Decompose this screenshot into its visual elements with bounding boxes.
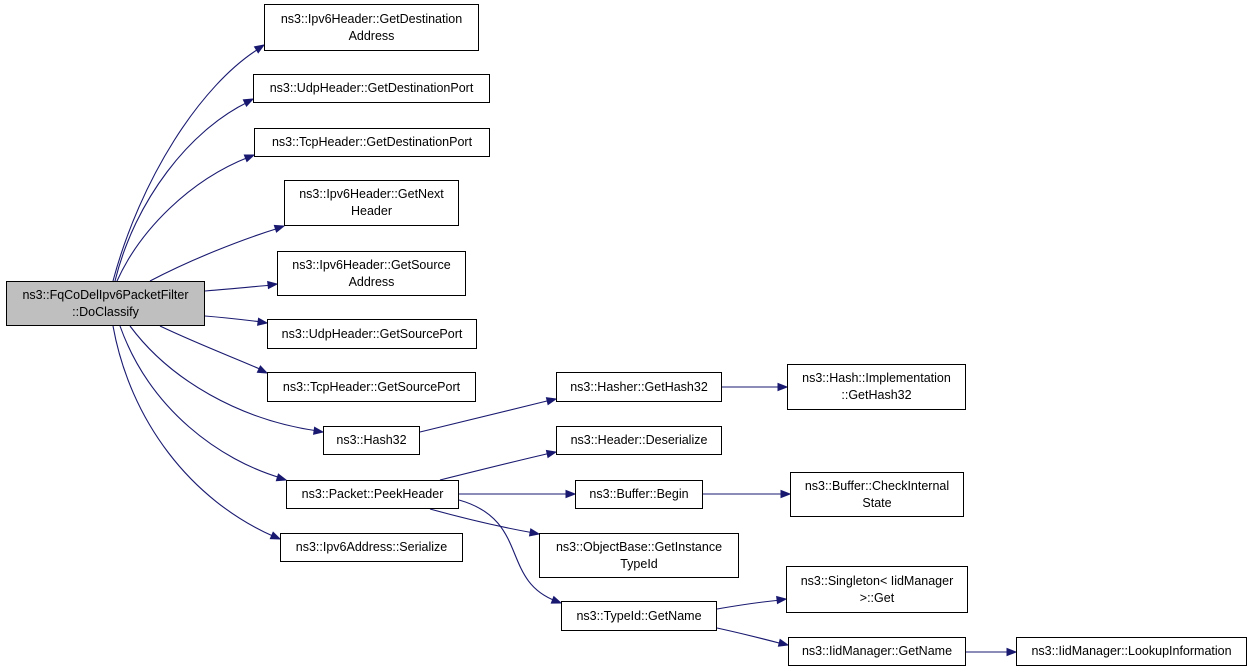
edge-root-udp-dest-port-arrowhead: [242, 98, 255, 107]
edge-root-peekheader: [119, 325, 282, 479]
node-ipv6address-serialize[interactable]: ns3::Ipv6Address::Serialize: [280, 533, 463, 562]
node-udp-get-destination-port[interactable]: ns3::UdpHeader::GetDestinationPort: [253, 74, 490, 103]
edge-root-hash32: [129, 325, 319, 432]
node-hash-implementation-gethash32[interactable]: ns3::Hash::Implementation ::GetHash32: [787, 364, 966, 410]
node-singleton-iidmanager-get[interactable]: ns3::Singleton< IidManager >::Get: [786, 566, 968, 613]
edge-typeid-iidgetname: [716, 627, 784, 645]
edge-buffer-begin-check-arrowhead: [780, 489, 792, 499]
node-buffer-checkinternalstate[interactable]: ns3::Buffer::CheckInternal State: [790, 472, 964, 517]
edge-root-hash32-arrowhead: [312, 426, 325, 435]
edge-root-ipv6-get-src: [204, 284, 273, 292]
edge-root-udp-src-port: [204, 315, 263, 323]
edge-hash32-hasher: [419, 399, 552, 433]
edge-root-ipv6-get-src-arrowhead: [267, 280, 279, 290]
edge-root-ipv6addr-serialize: [112, 325, 276, 538]
edge-root-ipv6-get-next: [149, 227, 280, 282]
edge-hash32-hasher-arrowhead: [545, 397, 558, 406]
edge-root-ipv6-get-next-arrowhead: [273, 224, 286, 233]
node-buffer-begin[interactable]: ns3::Buffer::Begin: [575, 480, 703, 509]
node-root-doclassify: ns3::FqCoDelIpv6PacketFilter ::DoClassif…: [6, 281, 205, 326]
edge-root-peekheader-arrowhead: [275, 473, 288, 482]
node-hasher-gethash32[interactable]: ns3::Hasher::GetHash32: [556, 372, 722, 402]
node-iidmanager-lookupinformation[interactable]: ns3::IidManager::LookupInformation: [1016, 637, 1247, 666]
node-tcp-get-source-port[interactable]: ns3::TcpHeader::GetSourcePort: [267, 372, 476, 402]
edge-typeid-singleton-arrowhead: [776, 595, 788, 605]
edge-typeid-singleton: [716, 599, 782, 610]
edge-root-udp-src-port-arrowhead: [257, 317, 269, 326]
edge-peek-buffer-begin-arrowhead: [565, 489, 577, 499]
edge-peek-header-deser: [439, 452, 552, 481]
node-hash32[interactable]: ns3::Hash32: [323, 426, 420, 455]
edge-peek-objectbase-arrowhead: [528, 528, 541, 537]
node-ipv6-get-next-header[interactable]: ns3::Ipv6Header::GetNext Header: [284, 180, 459, 226]
edge-peek-header-deser-arrowhead: [545, 449, 558, 459]
node-iidmanager-getname[interactable]: ns3::IidManager::GetName: [788, 637, 966, 666]
node-typeid-getname[interactable]: ns3::TypeId::GetName: [561, 601, 717, 631]
edge-root-tcp-src-port: [159, 325, 263, 371]
node-tcp-get-destination-port[interactable]: ns3::TcpHeader::GetDestinationPort: [254, 128, 490, 157]
edge-root-udp-dest-port: [114, 101, 249, 282]
node-ipv6-get-destination-address[interactable]: ns3::Ipv6Header::GetDestination Address: [264, 4, 479, 51]
edge-root-ipv6-get-dest-arrowhead: [253, 44, 266, 54]
edge-root-tcp-src-port-arrowhead: [256, 365, 269, 374]
edge-root-tcp-dest-port-arrowhead: [243, 154, 256, 163]
edge-typeid-iidgetname-arrowhead: [777, 638, 790, 647]
edge-peek-typeid-getname-arrowhead: [550, 595, 563, 604]
node-objectbase-getinstancetypeid[interactable]: ns3::ObjectBase::GetInstance TypeId: [539, 533, 739, 578]
node-ipv6-get-source-address[interactable]: ns3::Ipv6Header::GetSource Address: [277, 251, 466, 296]
node-header-deserialize[interactable]: ns3::Header::Deserialize: [556, 426, 722, 455]
edge-peek-objectbase: [429, 508, 535, 534]
node-packet-peekheader[interactable]: ns3::Packet::PeekHeader: [286, 480, 459, 509]
edge-root-ipv6-get-dest: [112, 47, 261, 282]
node-udp-get-source-port[interactable]: ns3::UdpHeader::GetSourcePort: [267, 319, 477, 349]
edge-peek-typeid-getname: [458, 499, 557, 602]
edge-root-tcp-dest-port: [116, 156, 250, 282]
edge-root-ipv6addr-serialize-arrowhead: [269, 531, 282, 540]
edge-iidgetname-lookup-arrowhead: [1006, 647, 1018, 657]
edge-hasher-impl-arrowhead: [777, 382, 789, 392]
